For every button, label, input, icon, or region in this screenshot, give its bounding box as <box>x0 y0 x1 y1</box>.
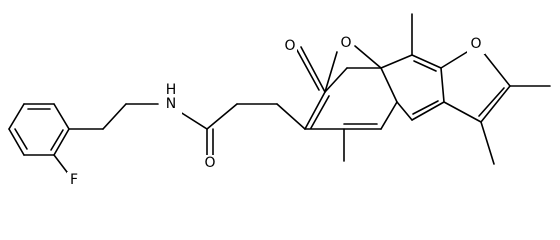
bond <box>482 51 511 87</box>
pyranone-ring-oxygen: O <box>324 34 382 93</box>
amide-hydrogen-label: H <box>166 82 177 98</box>
bond <box>206 103 238 130</box>
bond <box>443 101 482 123</box>
amide-oxygen: O <box>203 155 217 173</box>
amide-nitrogen-label: N <box>166 96 176 112</box>
bond <box>380 54 413 69</box>
double-bond <box>50 129 64 151</box>
amide-oxygen-label: O <box>204 155 215 171</box>
bond <box>396 101 413 121</box>
bond <box>411 101 445 121</box>
double-bond <box>478 87 505 117</box>
fluorophenyl-ring <box>8 103 70 156</box>
furan-ring <box>440 51 511 123</box>
double-bond <box>14 128 28 150</box>
double-bond <box>413 60 437 72</box>
lactone-carbonyl-oxygen-label: O <box>284 38 295 54</box>
bond <box>8 103 25 130</box>
bond <box>411 54 442 69</box>
bond <box>300 46 326 93</box>
pyranone-ring-oxygen-label: O <box>340 35 351 51</box>
bond <box>304 91 326 130</box>
fluorine-atom: F <box>67 172 81 188</box>
double-bond <box>310 95 330 129</box>
bond <box>440 67 445 103</box>
furan-ring-oxygen-label: O <box>470 36 481 52</box>
double-bond <box>412 100 439 115</box>
bond <box>53 128 70 156</box>
bond <box>380 67 398 103</box>
bond <box>480 121 495 165</box>
furan-ring-oxygen: O <box>467 36 485 54</box>
amide-nitrogen: H N <box>160 82 182 115</box>
bond <box>8 128 25 156</box>
bond <box>276 103 306 130</box>
lactone-carbonyl-oxygen: O <box>283 38 297 56</box>
bond <box>440 51 468 69</box>
central-benzene-ring <box>380 54 445 121</box>
bond <box>102 103 127 130</box>
double-bond <box>296 49 320 91</box>
pyranone-ring <box>304 67 398 130</box>
structure-canvas: F H N O O O O <box>8 13 551 188</box>
bond <box>354 45 382 69</box>
bond <box>380 101 398 130</box>
chemical-structure-diagram: F H N O O O O <box>8 13 551 188</box>
bond <box>480 85 511 123</box>
bond <box>53 103 70 130</box>
fluorine-label: F <box>70 172 78 188</box>
bond <box>324 67 348 93</box>
bond <box>324 51 338 93</box>
